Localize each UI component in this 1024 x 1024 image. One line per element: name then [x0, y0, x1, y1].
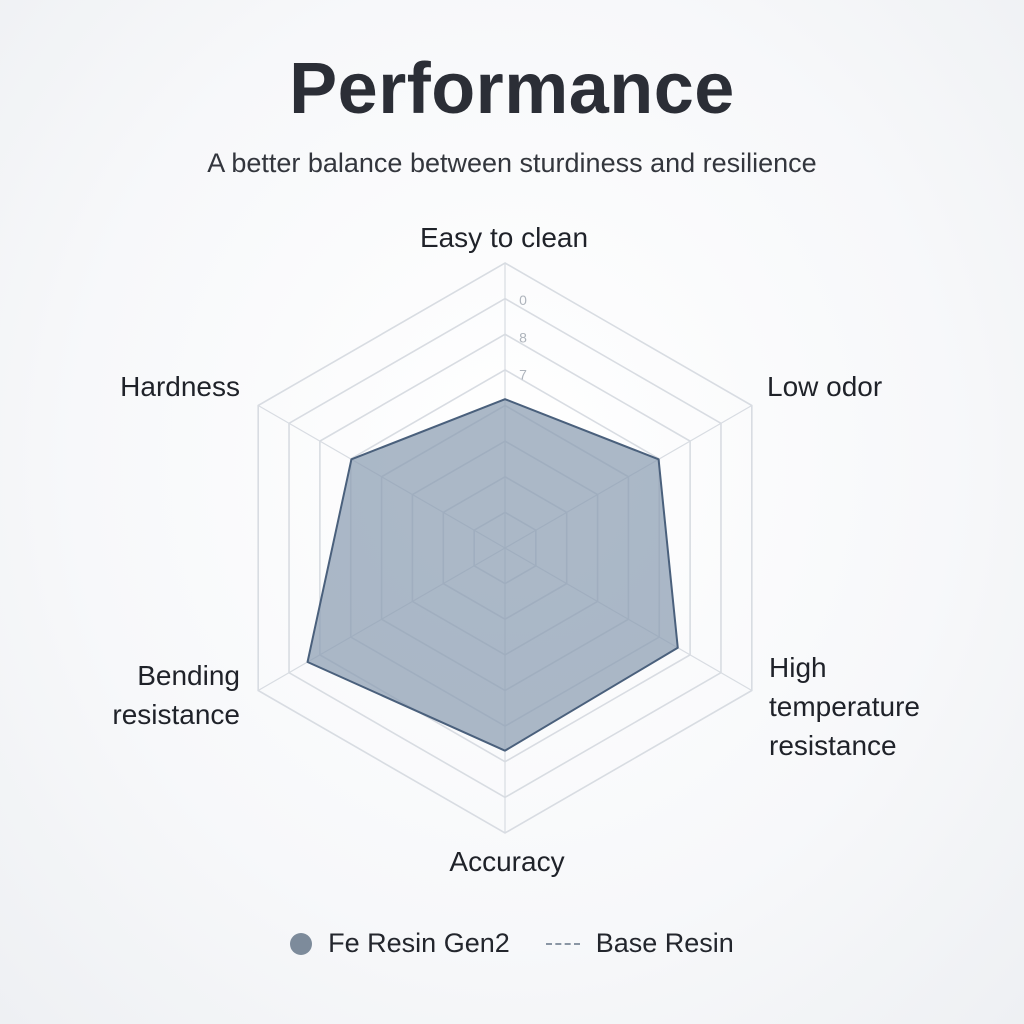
legend-swatch-dashed: [545, 942, 580, 945]
legend-label: Base Resin: [595, 928, 734, 958]
chart-legend: Fe Resin Gen2 Base Resin: [0, 928, 1024, 959]
axis-label-low-odor: Low odor: [767, 371, 883, 402]
axis-label-easy-to-clean: Easy to clean: [419, 222, 589, 253]
radar-ticks: 7 8 0: [519, 292, 527, 382]
radar-tick-label: 0: [519, 292, 527, 308]
legend-item-fe-resin-gen2[interactable]: Fe Resin Gen2: [290, 928, 510, 959]
axis-label-accuracy: Accuracy: [449, 846, 565, 877]
legend-item-base-resin[interactable]: Base Resin: [545, 928, 734, 959]
radar-tick-label: 7: [519, 366, 527, 382]
axis-label-bending-resistance: Bending resistance: [112, 660, 240, 730]
radar-series: [306, 398, 679, 752]
radar-series-area-0: [306, 398, 679, 752]
axis-label-high-temperature-resistance: High temperature resistance: [769, 652, 920, 761]
legend-swatch-filled: [290, 932, 313, 955]
chart-subtitle: A better balance between sturdiness and …: [207, 148, 817, 178]
axis-label-hardness: Hardness: [120, 371, 240, 402]
chart-title: Performance: [289, 49, 735, 129]
legend-label: Fe Resin Gen2: [328, 928, 510, 958]
radar-tick-label: 8: [519, 329, 527, 345]
